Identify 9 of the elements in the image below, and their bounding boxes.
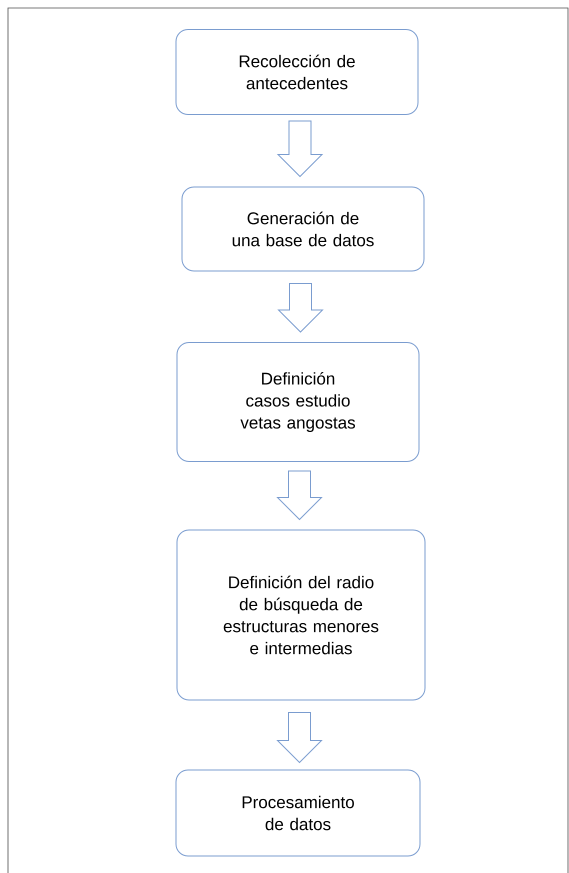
process-box: Definición casos estudio vetas angostas bbox=[176, 342, 420, 462]
process-box: Procesamiento de datos bbox=[176, 770, 420, 856]
process-box: Recolección de antecedentes bbox=[176, 29, 418, 115]
block-arrow bbox=[276, 712, 323, 764]
block-arrow bbox=[276, 120, 324, 178]
process-box: Generación de una base de datos bbox=[182, 186, 424, 272]
process-box: Definición del radio de búsqueda de estructuras menores e intermedias bbox=[176, 530, 426, 700]
block-arrow bbox=[277, 283, 324, 333]
block-arrow bbox=[276, 470, 323, 520]
